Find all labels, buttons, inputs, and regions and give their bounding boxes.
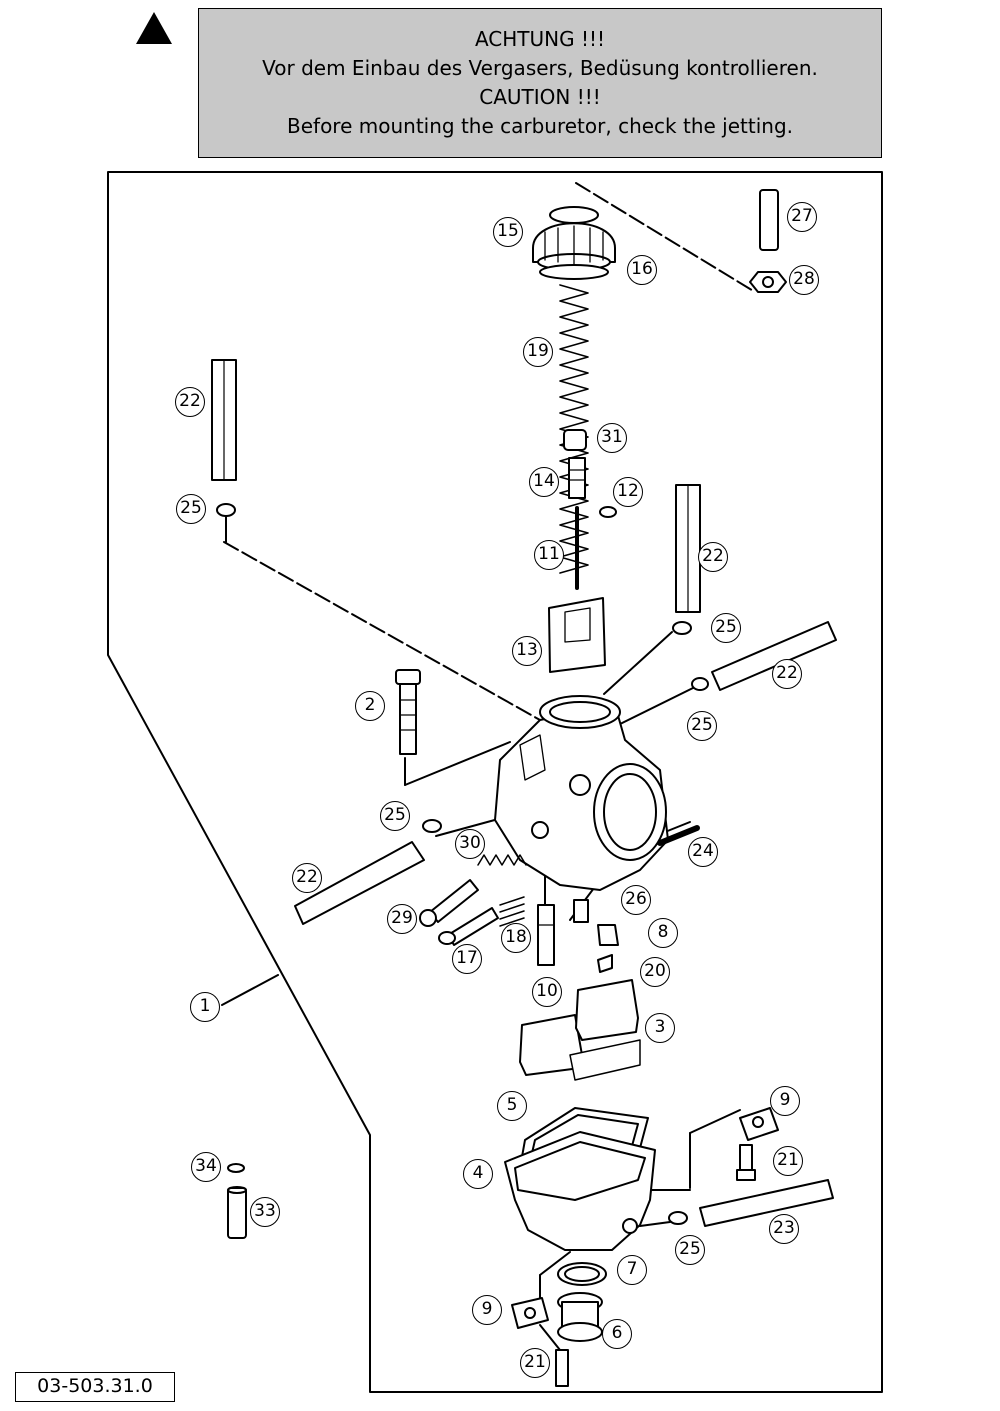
part-label-14: 14 [529,467,559,497]
part-label-18: 18 [501,923,531,953]
part-label-25-right-upper: 25 [711,613,741,643]
part-label-11: 11 [534,540,564,570]
part-label-34: 34 [191,1152,221,1182]
part-label-23: 23 [769,1214,799,1244]
caution-notice: ACHTUNG !!! Vor dem Einbau des Vergasers… [198,8,882,158]
part-label-22-lower-left: 22 [292,863,322,893]
part-label-25-top-left: 25 [176,494,206,524]
part-label-15: 15 [493,217,523,247]
assembly-outline [107,171,883,1393]
part-label-24: 24 [688,837,718,867]
caution-line-english-text: Before mounting the carburetor, check th… [287,114,793,138]
part-label-20: 20 [640,957,670,987]
part-label-3: 3 [645,1013,675,1043]
part-label-2: 2 [355,691,385,721]
part-label-30: 30 [455,829,485,859]
part-label-4: 4 [463,1159,493,1189]
part-label-7: 7 [617,1255,647,1285]
caution-line-english-title: CAUTION !!! [479,85,601,109]
part-label-12: 12 [613,477,643,507]
part-label-22-top-left: 22 [175,387,205,417]
part-label-19: 19 [523,337,553,367]
part-label-10: 10 [532,977,562,1007]
part-label-17: 17 [452,944,482,974]
part-label-26: 26 [621,885,651,915]
part-label-25-lower: 25 [675,1235,705,1265]
part-label-8: 8 [648,918,678,948]
part-label-22-right-vertical: 22 [698,542,728,572]
caution-line-german-title: ACHTUNG !!! [474,27,606,51]
part-label-6: 6 [602,1319,632,1349]
part-label-28: 28 [789,265,819,295]
caution-line-german-text: Vor dem Einbau des Vergasers, Bedüsung k… [262,56,818,80]
part-label-27: 27 [787,202,817,232]
document-number: 03-503.31.0 [15,1372,175,1402]
part-label-16: 16 [627,255,657,285]
part-label-1: 1 [190,992,220,1022]
warning-triangle-icon [136,12,172,44]
part-label-13: 13 [512,636,542,666]
part-label-31: 31 [597,423,627,453]
part-label-22-right-diagonal: 22 [772,659,802,689]
part-label-29: 29 [387,904,417,934]
part-label-25-right-mid: 25 [687,711,717,741]
part-label-21-lower: 21 [520,1348,550,1378]
part-label-25-left: 25 [380,801,410,831]
part-label-21-upper: 21 [773,1146,803,1176]
part-label-9-lower: 9 [472,1295,502,1325]
part-label-33: 33 [250,1197,280,1227]
part-label-5: 5 [497,1091,527,1121]
part-label-9-upper: 9 [770,1086,800,1116]
